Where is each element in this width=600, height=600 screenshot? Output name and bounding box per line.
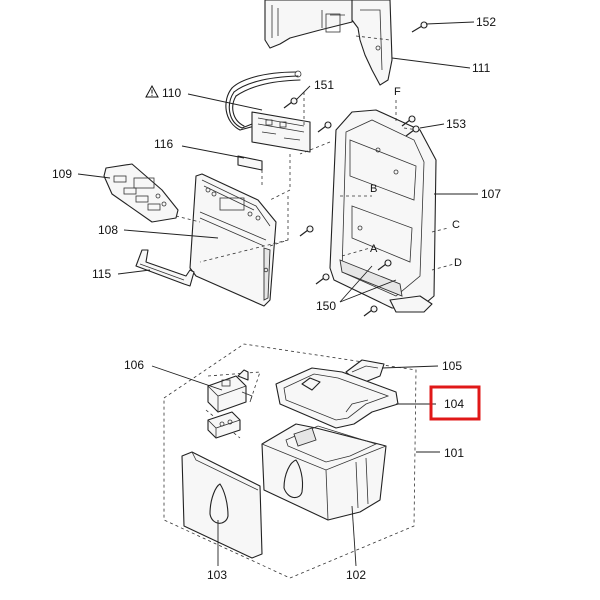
label-102: 102: [346, 568, 366, 582]
label-103: 103: [207, 568, 227, 582]
part-111-frame: [264, 0, 393, 86]
label-151: 151: [314, 78, 334, 92]
label-104: 104: [444, 397, 464, 411]
part-102-body: [261, 423, 387, 521]
part-115-bar: [135, 249, 195, 287]
label-152: 152: [476, 15, 496, 29]
letter-c: C: [452, 219, 460, 231]
guide-106b: [205, 409, 241, 439]
part-104-tray-frame: [275, 367, 399, 429]
part-109-label-panel: [103, 163, 179, 223]
letter-f: F: [394, 86, 401, 98]
label-110: 110: [162, 86, 181, 100]
warning-triangle-icon: [145, 84, 159, 98]
screw-a: [317, 121, 332, 133]
label-109: 109: [52, 167, 72, 181]
label-111: 111: [472, 61, 491, 75]
screw-set: [283, 21, 428, 317]
screw-e: [363, 305, 378, 317]
label-108: 108: [98, 223, 118, 237]
part-107-casing: [329, 109, 437, 313]
reference-letters: F B A C D: [370, 86, 462, 269]
label-150: 150: [316, 299, 336, 313]
label-115: 115: [92, 267, 111, 281]
part-bracket-board: [251, 111, 311, 153]
part-106-switch-assembly: [207, 369, 253, 439]
part-103-front-cover: [181, 451, 263, 559]
label-101: 101: [444, 446, 464, 460]
leader-lines: [77, 21, 478, 567]
highlight-box-104: [429, 385, 481, 421]
screw-151: [283, 97, 298, 109]
screw-c: [377, 259, 392, 271]
label-116: 116: [154, 137, 173, 151]
screw-d: [315, 273, 330, 285]
screw-152: [411, 21, 428, 33]
lower-assembly-boundary: [163, 343, 417, 579]
label-153: 153: [446, 117, 466, 131]
part-116-gasket: [237, 155, 263, 171]
screw-153b: [405, 125, 420, 137]
part-108-front-housing: [189, 173, 277, 307]
letter-d: D: [454, 257, 462, 269]
screw-b: [299, 225, 314, 237]
part-labels: 152 111 110 151 116 153 109 107 108 115 …: [52, 15, 501, 582]
label-106: 106: [124, 358, 144, 372]
guide-106: [207, 371, 261, 403]
screw-153a: [401, 115, 416, 127]
letter-b: B: [370, 183, 377, 195]
assembly-guides-top: [175, 35, 455, 271]
letter-a: A: [370, 243, 378, 255]
label-107: 107: [481, 187, 501, 201]
label-105: 105: [442, 359, 462, 373]
